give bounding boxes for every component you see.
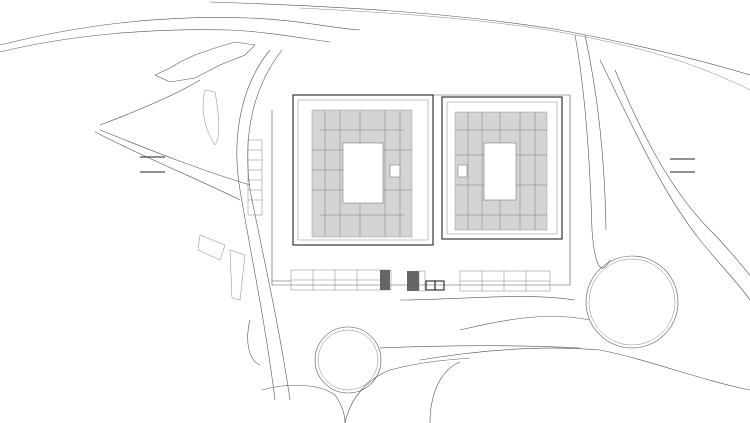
existing-structures — [154, 41, 263, 301]
bar-building-center — [407, 270, 445, 292]
bar-building-east — [459, 270, 551, 292]
building-west — [292, 94, 434, 246]
section-marker-east — [670, 158, 695, 173]
bar-building-west — [290, 269, 392, 291]
building-east — [441, 96, 563, 240]
roundabout-small — [314, 326, 382, 394]
roundabout-large — [585, 255, 679, 349]
site-boundary — [271, 94, 571, 286]
section-marker-west — [140, 156, 165, 173]
